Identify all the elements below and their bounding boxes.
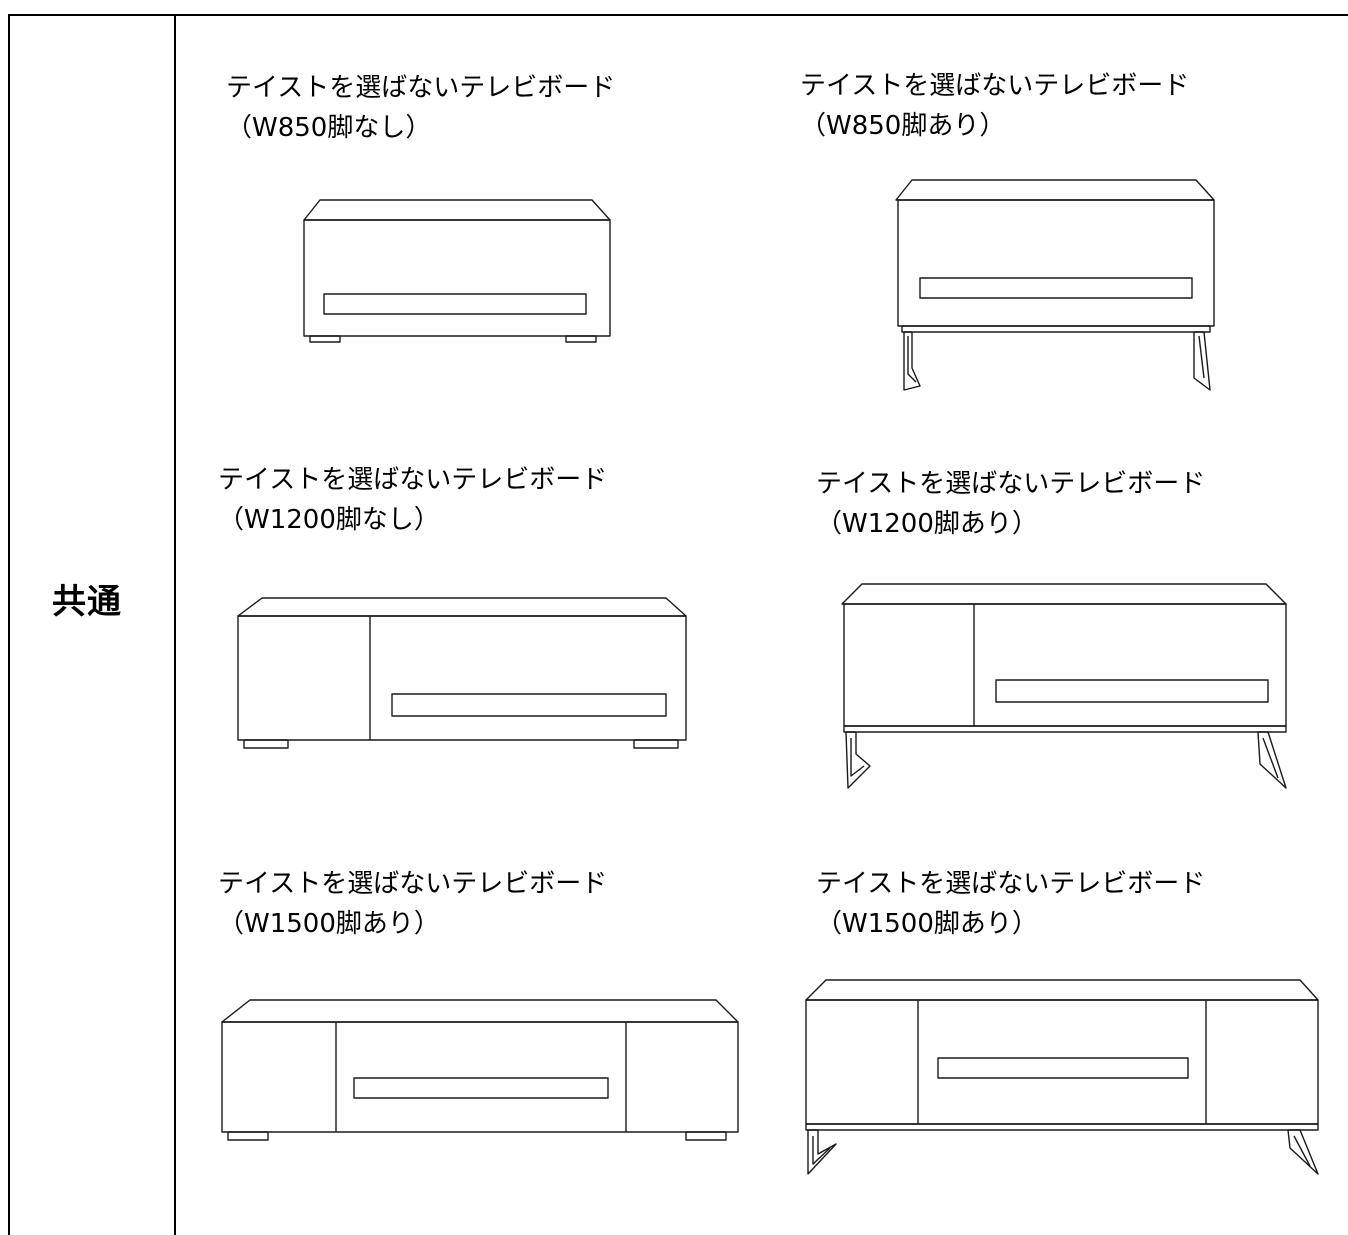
product-item-w1200-no-legs: テイストを選ばないテレビボード （W1200脚なし） <box>218 460 607 540</box>
product-spec: （W850脚あり） <box>800 111 1006 141</box>
table-column-divider <box>174 14 176 1235</box>
product-item-w850-legs: テイストを選ばないテレビボード （W850脚あり） <box>800 66 1189 146</box>
product-item-w850-no-legs: テイストを選ばないテレビボード （W850脚なし） <box>226 68 615 148</box>
tv-board-w1200-no-legs-illustration <box>237 597 687 749</box>
product-spec: （W1500脚あり） <box>816 909 1038 939</box>
product-title: テイストを選ばないテレビボード <box>226 73 616 103</box>
product-spec: （W1500脚あり） <box>218 909 440 939</box>
table-left-border <box>8 14 10 1235</box>
tv-board-w850-no-legs-illustration <box>303 199 611 343</box>
table-top-border <box>8 14 1348 16</box>
product-title: テイストを選ばないテレビボード <box>816 869 1206 899</box>
product-spec: （W850脚なし） <box>226 113 432 143</box>
tv-board-w1500-illustration <box>221 999 739 1141</box>
product-title: テイストを選ばないテレビボード <box>800 71 1190 101</box>
product-title: テイストを選ばないテレビボード <box>218 869 608 899</box>
product-spec: （W1200脚なし） <box>218 505 440 535</box>
category-label: 共通 <box>52 582 122 622</box>
tv-board-w1500-legs-illustration <box>805 979 1319 1175</box>
tv-board-w1200-legs-illustration <box>841 583 1287 789</box>
product-item-w1500: テイストを選ばないテレビボード （W1500脚あり） <box>218 864 607 944</box>
product-title: テイストを選ばないテレビボード <box>816 469 1206 499</box>
product-item-w1200-legs: テイストを選ばないテレビボード （W1200脚あり） <box>816 464 1205 544</box>
product-spec: （W1200脚あり） <box>816 509 1038 539</box>
product-item-w1500-legs: テイストを選ばないテレビボード （W1500脚あり） <box>816 864 1205 944</box>
tv-board-w850-legs-illustration <box>895 179 1215 391</box>
product-title: テイストを選ばないテレビボード <box>218 465 608 495</box>
